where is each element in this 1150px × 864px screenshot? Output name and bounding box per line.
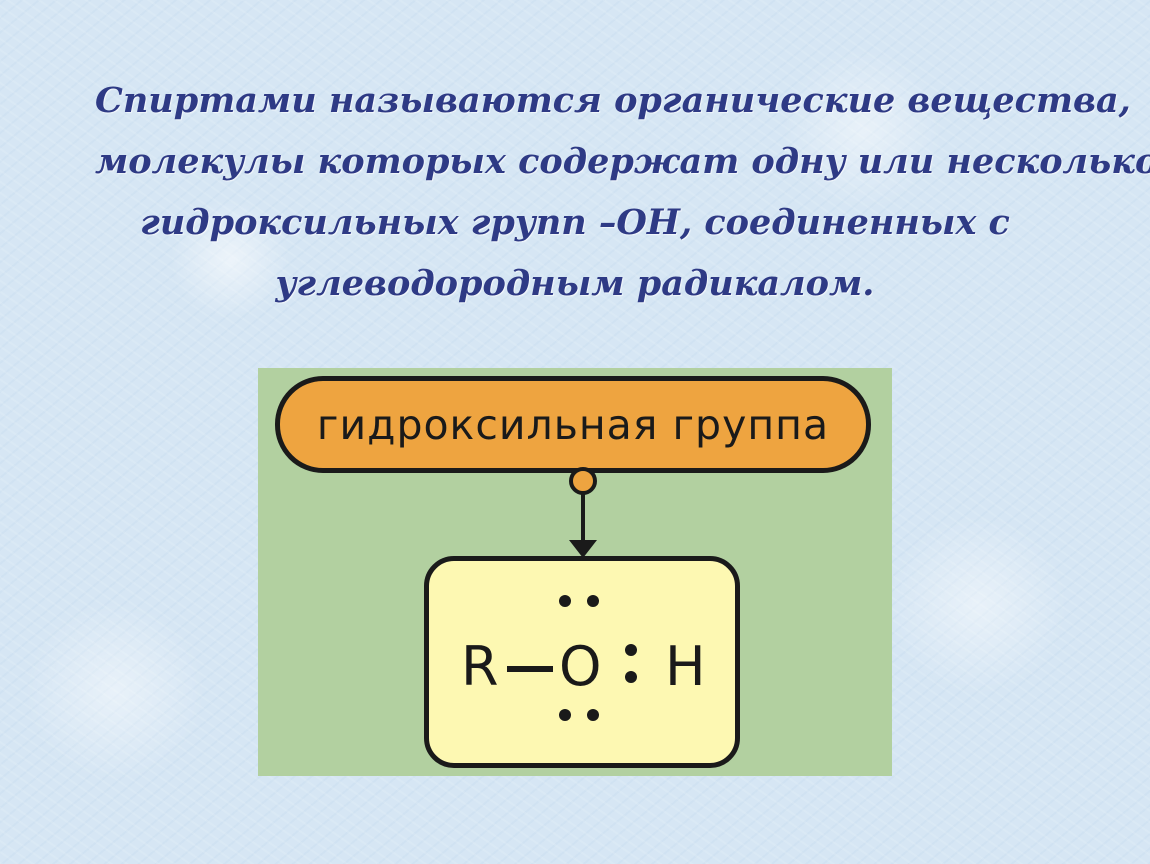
- single-bond: [507, 666, 553, 672]
- lone-pair-electron-top: [587, 595, 599, 607]
- definition-line: Спиртами называются органические веществ…: [95, 80, 1131, 121]
- hydroxyl-group-label: гидроксильная группа: [275, 376, 871, 473]
- bonding-electron: [625, 644, 637, 656]
- definition-line: углеводородным радикалом.: [275, 263, 875, 304]
- connector-circle: [569, 467, 597, 495]
- oxygen-symbol: O: [559, 635, 602, 698]
- hydroxyl-group-diagram: гидроксильная группа R O H: [258, 368, 892, 776]
- bonding-electron: [625, 671, 637, 683]
- definition-line: гидроксильных групп –ОН, соединенных с: [140, 202, 1010, 243]
- connector-arrow: [569, 467, 597, 558]
- definition-text: Спиртами называются органические веществ…: [95, 70, 1150, 314]
- hydrogen-symbol: H: [665, 635, 706, 698]
- lone-pair-electron-top: [559, 595, 571, 607]
- definition-line: молекулы которых содержат одну или неско…: [95, 141, 1150, 182]
- formula-box: R O H: [424, 556, 740, 768]
- radical-symbol: R: [461, 635, 499, 698]
- lone-pair-electron-bottom: [559, 709, 571, 721]
- arrowhead-icon: [569, 540, 597, 558]
- lone-pair-electron-bottom: [587, 709, 599, 721]
